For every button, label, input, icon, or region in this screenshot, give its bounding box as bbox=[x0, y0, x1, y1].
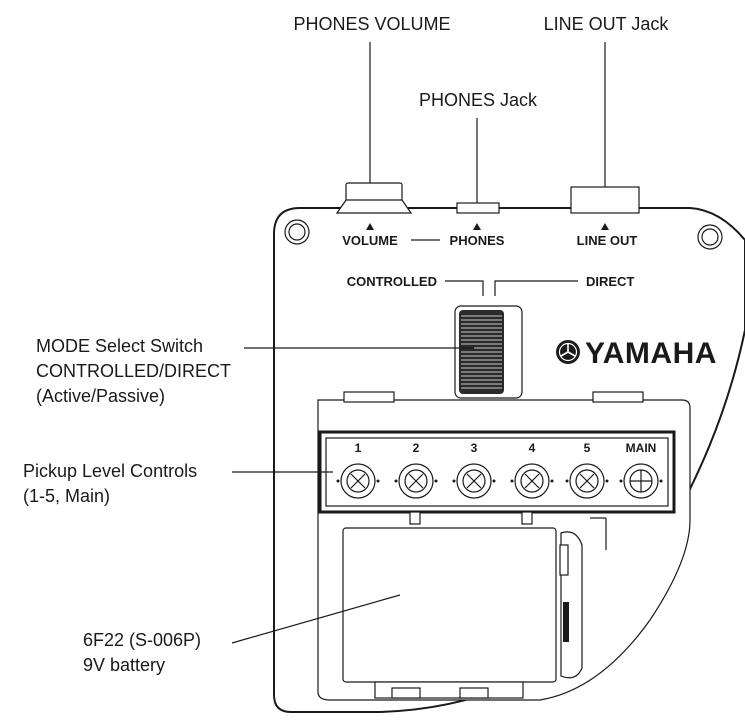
callout-mode-switch-line1: MODE Select Switch bbox=[36, 336, 203, 356]
brand-wordmark: YAMAHA bbox=[585, 337, 717, 370]
marker-volume-icon bbox=[366, 223, 374, 230]
callout-mode-switch-line2: CONTROLLED/DIRECT bbox=[36, 361, 231, 381]
compartment-hinge-right bbox=[592, 391, 644, 403]
control-label-4: 4 bbox=[529, 441, 536, 455]
marker-phones-icon bbox=[473, 223, 481, 230]
trim-pot-5[interactable] bbox=[565, 463, 609, 499]
label-direct: DIRECT bbox=[586, 274, 634, 289]
callout-mode-switch-line3: (Active/Passive) bbox=[36, 386, 165, 406]
screw-top-right-icon bbox=[697, 224, 723, 250]
leader-battery bbox=[231, 594, 401, 644]
label-phones: PHONES bbox=[450, 233, 505, 248]
control-label-1: 1 bbox=[355, 441, 362, 455]
label-line-out: LINE OUT bbox=[577, 233, 638, 248]
battery-latch-slot-left bbox=[391, 687, 421, 699]
trim-pot-3[interactable] bbox=[452, 463, 496, 499]
control-label-main: MAIN bbox=[626, 441, 657, 455]
compartment-hinge-left bbox=[343, 391, 395, 403]
label-volume: VOLUME bbox=[342, 233, 398, 248]
phones-volume-knob[interactable] bbox=[335, 182, 413, 214]
controlled-bracket bbox=[445, 280, 484, 296]
line-out-jack[interactable] bbox=[570, 186, 640, 214]
callout-line-out-jack: LINE OUT Jack bbox=[544, 14, 670, 34]
callout-pickup-controls-line2: (1-5, Main) bbox=[23, 486, 110, 506]
callout-pickup-controls-line1: Pickup Level Controls bbox=[23, 461, 197, 481]
pickup-controls-inner bbox=[325, 437, 669, 507]
retaining-tab-left bbox=[409, 511, 421, 525]
marker-line-out-icon bbox=[601, 223, 609, 230]
battery-holder-tab bbox=[559, 544, 569, 576]
control-label-5: 5 bbox=[584, 441, 591, 455]
trim-pot-2[interactable] bbox=[394, 463, 438, 499]
retaining-tab-right bbox=[521, 511, 533, 525]
tuning-fork-emblem-icon bbox=[556, 340, 580, 364]
callout-battery-line1: 6F22 (S-006P) bbox=[83, 630, 201, 650]
trim-pot-1[interactable] bbox=[336, 463, 380, 499]
callout-phones-volume: PHONES VOLUME bbox=[293, 14, 450, 34]
callout-battery-line2: 9V battery bbox=[83, 655, 165, 675]
phones-jack[interactable] bbox=[456, 202, 500, 214]
battery-latch-slot-right bbox=[459, 687, 489, 699]
direct-bracket bbox=[494, 280, 578, 296]
trim-pot-main[interactable] bbox=[619, 463, 663, 499]
callout-phones-jack: PHONES Jack bbox=[419, 90, 538, 110]
mode-select-switch[interactable] bbox=[454, 305, 523, 399]
trim-pot-4[interactable] bbox=[510, 463, 554, 499]
label-controlled: CONTROLLED bbox=[347, 274, 437, 289]
control-label-3: 3 bbox=[471, 441, 478, 455]
screw-top-left-icon bbox=[284, 219, 310, 245]
battery-clip-contact bbox=[563, 602, 569, 642]
control-label-2: 2 bbox=[413, 441, 420, 455]
battery-9v bbox=[342, 527, 557, 683]
